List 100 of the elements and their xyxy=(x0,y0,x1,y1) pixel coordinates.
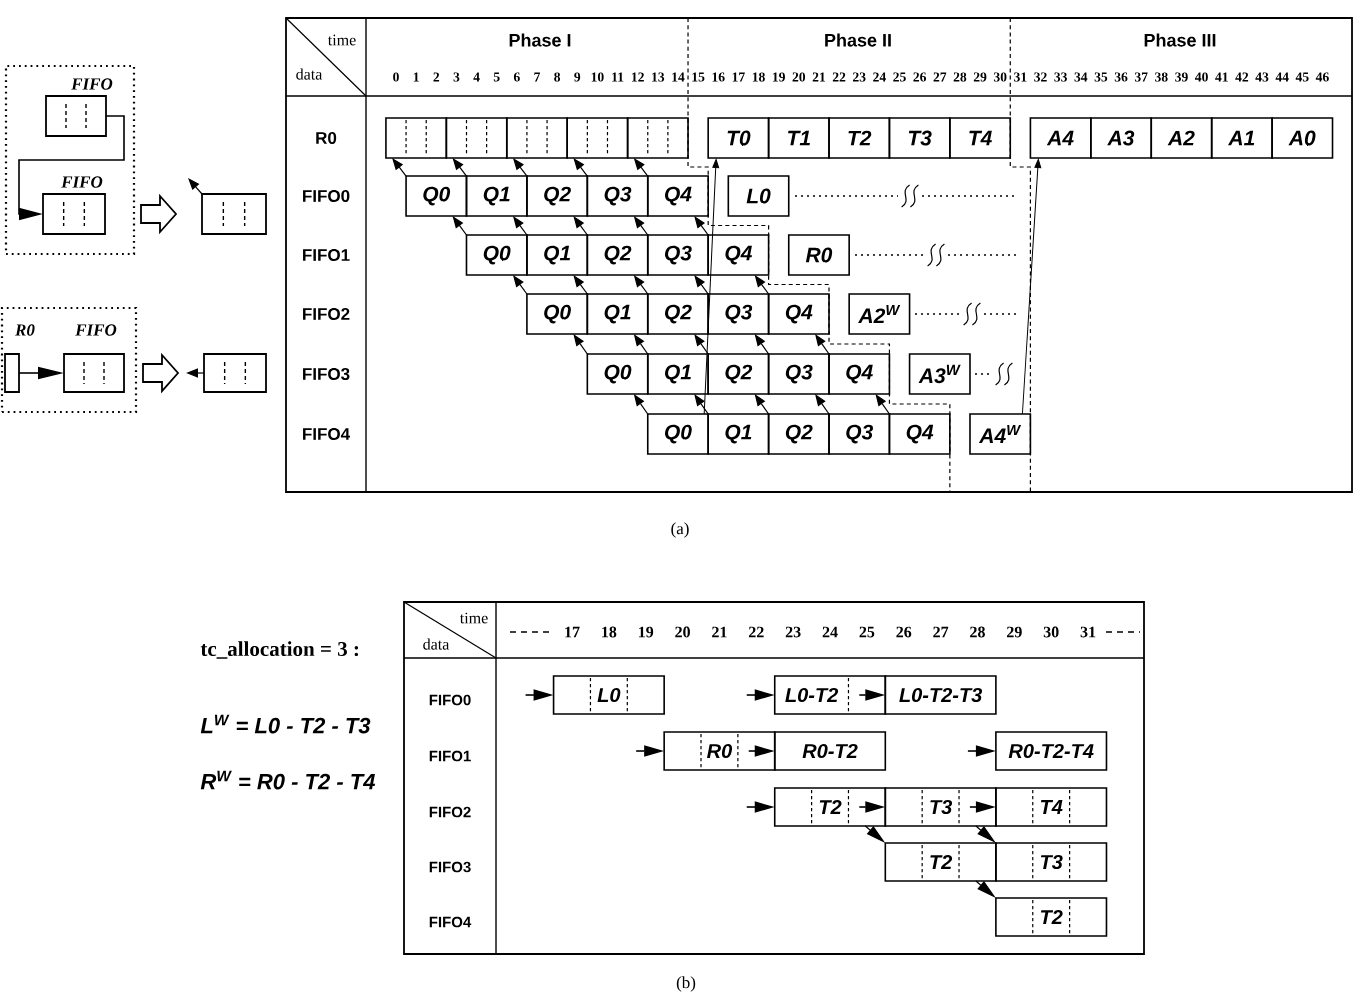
arrow xyxy=(694,394,709,415)
data-box: T1 xyxy=(767,117,830,159)
header-label: time xyxy=(327,34,356,46)
data-box: A4 xyxy=(1029,117,1092,159)
phase-label: Phase II xyxy=(825,33,891,47)
data-box: T3 xyxy=(995,842,1108,882)
empty-slot-box xyxy=(626,117,689,159)
time-number: 20 xyxy=(675,626,690,638)
arrow xyxy=(452,216,468,236)
data-box: Q1 xyxy=(526,234,589,276)
arrow xyxy=(694,275,709,295)
block-arrow xyxy=(140,193,178,235)
data-box: R0 xyxy=(787,234,850,276)
data-box: Q1 xyxy=(707,413,770,455)
time-number: 29 xyxy=(1007,626,1022,638)
empty-slot-box xyxy=(505,117,568,159)
data-box: Q2 xyxy=(586,234,649,276)
data-box: T3 xyxy=(888,117,951,159)
header-label: time xyxy=(459,612,488,624)
data-box: Q0 xyxy=(465,234,528,276)
data-box: T2 xyxy=(773,787,887,827)
row-label: FIFO4 xyxy=(303,428,350,440)
arrow xyxy=(188,178,203,195)
data-box: Q3 xyxy=(646,234,709,276)
data-box: Q2 xyxy=(767,413,830,455)
arrow xyxy=(392,158,407,177)
arrow xyxy=(1021,159,1042,415)
time-number: 27 xyxy=(933,626,949,638)
data-box: Q4 xyxy=(828,353,891,395)
box-label: R0 xyxy=(15,324,35,336)
data-box: Q3 xyxy=(767,353,830,395)
data-box: T4 xyxy=(949,117,1012,159)
data-box: Q2 xyxy=(707,353,770,395)
header-label: data xyxy=(296,68,323,80)
arrow xyxy=(573,334,588,355)
dotted-frame xyxy=(4,64,136,256)
row-label: FIFO0 xyxy=(303,190,350,202)
box-label: FIFO xyxy=(75,324,117,336)
data-box: R0-T2 xyxy=(773,731,887,771)
time-number: 28 xyxy=(970,626,985,638)
box-label: FIFO xyxy=(71,78,113,90)
data-box: Q3 xyxy=(828,413,891,455)
time-number: 31 xyxy=(1080,626,1096,638)
data-box: Q4 xyxy=(888,413,951,455)
row-label: R0 xyxy=(316,132,337,144)
empty-slot-box xyxy=(385,117,448,159)
caption: (b) xyxy=(676,976,696,992)
data-box: Q1 xyxy=(646,353,709,395)
time-number: 18 xyxy=(602,626,617,638)
time-number: 24 xyxy=(822,626,838,638)
header-label: data xyxy=(423,638,450,650)
empty-slot-box xyxy=(445,117,508,159)
data-box: L0 xyxy=(552,675,665,715)
data-box: A0 xyxy=(1271,117,1334,159)
data-box: Q0 xyxy=(646,413,709,455)
data-box: Q4 xyxy=(767,293,830,335)
arrow xyxy=(573,275,588,295)
time-number: 21 xyxy=(712,626,727,638)
data-box: L0 xyxy=(727,175,790,217)
data-box: R0-T2-T4 xyxy=(995,731,1108,771)
data-box: Q2 xyxy=(646,293,709,335)
data-box: Q4 xyxy=(707,234,770,276)
phase-label: Phase I xyxy=(509,33,571,47)
data-box: T3 xyxy=(884,787,997,827)
data-box: Q3 xyxy=(586,175,649,217)
data-box: R0 xyxy=(663,731,776,771)
data-box: A3$^{W}$ xyxy=(908,353,971,395)
data-box: Q4 xyxy=(646,175,709,217)
data-box: T4 xyxy=(995,787,1108,827)
data-box: T2 xyxy=(884,842,997,882)
data-box: Q1 xyxy=(465,175,528,217)
empty-slot-box xyxy=(566,117,629,159)
time-number: 26 xyxy=(896,626,912,638)
data-box: L0-T2-T3 xyxy=(884,675,997,715)
arrow xyxy=(815,334,830,355)
block-arrow xyxy=(142,352,180,394)
row-label: FIFO3 xyxy=(303,368,350,381)
data-box: A4$^{W}$ xyxy=(969,413,1032,455)
data-box: T2 xyxy=(828,117,891,159)
time-number: 25 xyxy=(859,626,875,638)
phase-label: Phase III xyxy=(1144,33,1216,47)
fifo-box xyxy=(201,193,267,235)
data-box: Q1 xyxy=(586,293,649,335)
data-box: Q0 xyxy=(586,353,649,395)
row-label: FIFO2 xyxy=(303,308,350,320)
formula-text: R$^{W}$ = R0 - T2 - T4 xyxy=(200,770,376,790)
caption: (a) xyxy=(671,522,689,538)
data-box: A2$^{W}$ xyxy=(848,293,911,335)
data-box: Q0 xyxy=(405,175,468,217)
box-label: FIFO xyxy=(61,176,103,188)
data-box: Q3 xyxy=(707,293,770,335)
time-number: 22 xyxy=(748,626,764,638)
data-box: Q2 xyxy=(526,175,589,217)
arrow xyxy=(694,334,709,355)
time-number: 30 xyxy=(1043,626,1059,638)
data-box: T0 xyxy=(707,117,770,159)
arrow xyxy=(703,159,720,415)
data-box: A2 xyxy=(1150,117,1213,159)
data-box: A1 xyxy=(1210,117,1273,159)
data-box: A3 xyxy=(1090,117,1153,159)
